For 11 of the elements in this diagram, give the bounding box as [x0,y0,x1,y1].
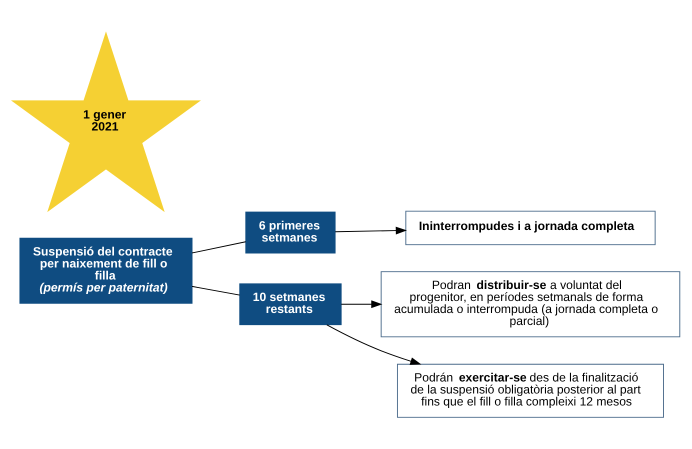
node-box: Podrán exercitar-se des de la finalització de la suspensió obligatòria posterior al part fins que el fill o filla compleixi 12 mesos [396,363,664,418]
arrow [326,324,422,364]
node-box: Suspensió del contracte per naixement de fill o filla (permís per paternitat) [19,237,192,304]
node-box: Ininterrompudes i a jornada completa [405,210,656,245]
arrow [340,300,382,308]
connector [192,285,240,296]
node-box: 6 primeres setmanes [245,211,336,254]
arrow [334,226,407,234]
node-box: Podran distribuir-se a voluntat del progenitor, en períodes setmanals de forma acumulada o interrompuda (a jornada completa o parcial) [380,270,680,337]
connector [192,240,246,253]
node-box: 10 setmanes restants [239,282,342,325]
